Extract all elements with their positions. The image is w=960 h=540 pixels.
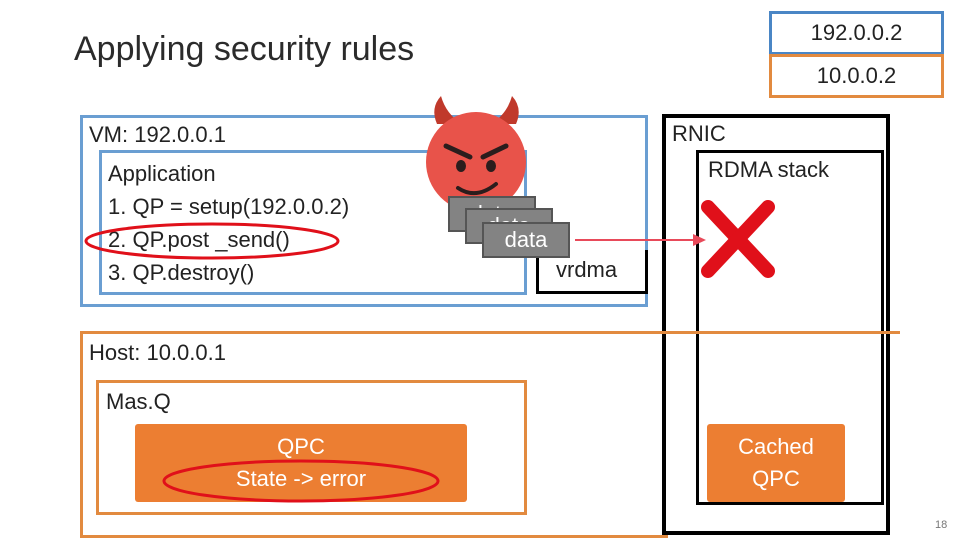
qpc-line-1: QPC xyxy=(277,434,325,459)
host-label: Host: 10.0.0.1 xyxy=(89,340,226,365)
remote-ip-10: 10.0.0.2 xyxy=(769,54,944,98)
masq-label: Mas.Q xyxy=(106,389,171,414)
state-error-highlight xyxy=(162,459,440,503)
host-border-extension xyxy=(668,331,900,334)
remote-ip-192: 192.0.0.2 xyxy=(769,11,944,55)
host-box xyxy=(80,331,668,538)
slide-number: 18 xyxy=(935,519,948,531)
cached-qpc-box: Cached QPC xyxy=(707,424,845,502)
rdma-stack-box xyxy=(696,150,884,505)
step-setup: 1. QP = setup(192.0.0.2) xyxy=(108,194,350,219)
red-x-icon xyxy=(701,200,775,278)
cached-line-1: Cached xyxy=(738,434,814,459)
post-send-highlight xyxy=(84,222,340,260)
application-title: Application xyxy=(108,161,216,186)
vrdma-label: vrdma xyxy=(556,257,618,282)
step-post-send: 2. QP.post _send() xyxy=(108,227,290,252)
cached-line-2: QPC xyxy=(752,466,800,491)
vm-label: VM: 192.0.0.1 xyxy=(89,122,226,147)
devil-face-icon xyxy=(426,96,526,212)
rnic-label: RNIC xyxy=(672,121,726,146)
vm-box xyxy=(80,115,648,307)
qpc-line-2: State -> error xyxy=(235,466,367,491)
slide-title: Applying security rules xyxy=(74,30,415,68)
step-destroy: 3. QP.destroy() xyxy=(108,260,255,285)
application-code: Application 1. QP = setup(192.0.0.2) 2. … xyxy=(108,157,349,289)
data-packet-3: data xyxy=(482,222,570,258)
rdma-stack-label: RDMA stack xyxy=(708,157,830,182)
send-arrow-head xyxy=(693,234,706,246)
rnic-box xyxy=(662,114,890,535)
masq-box xyxy=(96,380,527,515)
qpc-box: QPC State -> error xyxy=(135,424,467,502)
